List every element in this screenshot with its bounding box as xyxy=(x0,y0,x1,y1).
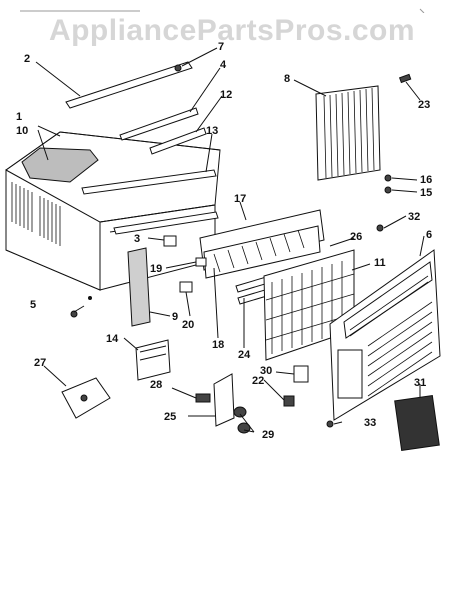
callout-8: 8 xyxy=(284,73,290,85)
callout-10: 10 xyxy=(16,125,28,137)
top-insulation-pad xyxy=(21,147,99,183)
callout-labels: 1 10 2 7 4 12 13 8 23 16 15 32 6 26 11 1… xyxy=(16,41,432,441)
callout-16: 16 xyxy=(420,174,432,186)
callout-28: 28 xyxy=(150,379,162,391)
callout-23: 23 xyxy=(418,99,430,111)
callout-1: 1 xyxy=(16,111,22,123)
callout-17: 17 xyxy=(234,193,246,205)
callout-20: 20 xyxy=(182,319,194,331)
callout-4: 4 xyxy=(220,59,227,71)
callout-26: 26 xyxy=(350,231,362,243)
front-panel xyxy=(329,249,441,421)
leader-lines xyxy=(35,47,425,433)
callout-33: 33 xyxy=(364,417,376,429)
callout-12: 12 xyxy=(220,89,232,101)
callout-24: 24 xyxy=(238,349,251,361)
top-rail-strips xyxy=(65,61,219,235)
callout-19: 19 xyxy=(150,263,162,275)
callout-29: 29 xyxy=(262,429,274,441)
cropped-header-strip xyxy=(0,0,464,14)
callout-7: 7 xyxy=(218,41,224,53)
side-filler-and-panel xyxy=(127,247,171,381)
screws xyxy=(70,64,412,428)
callout-31: 31 xyxy=(414,377,426,389)
callout-15: 15 xyxy=(420,187,432,199)
callout-6: 6 xyxy=(426,229,432,241)
small-brackets xyxy=(61,235,440,451)
watermark-logo: AppliancePartsPros.com xyxy=(48,14,416,47)
callout-2: 2 xyxy=(24,53,30,65)
callout-14: 14 xyxy=(106,333,119,345)
callout-30: 30 xyxy=(260,365,272,377)
callout-27: 27 xyxy=(34,357,46,369)
callout-18: 18 xyxy=(212,339,224,351)
callout-5: 5 xyxy=(30,299,36,311)
louver-assembly xyxy=(199,209,325,279)
callout-9: 9 xyxy=(172,311,178,323)
callout-11: 11 xyxy=(374,257,386,269)
callout-3: 3 xyxy=(134,233,140,245)
callout-13: 13 xyxy=(206,125,218,137)
callout-25: 25 xyxy=(164,411,176,423)
side-curtain-panel xyxy=(315,85,381,181)
callout-22: 22 xyxy=(252,375,264,387)
callout-32: 32 xyxy=(408,211,420,223)
